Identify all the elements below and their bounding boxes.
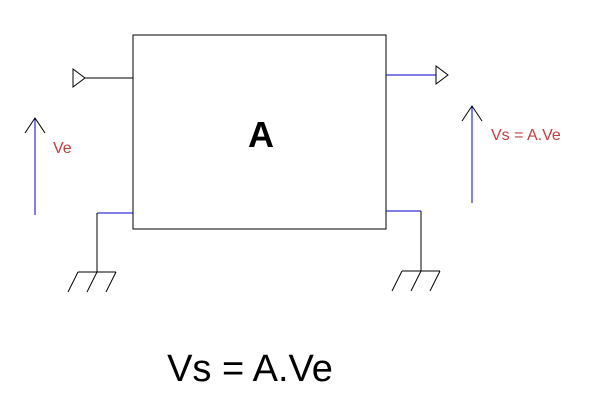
arrow-head-icon [461, 105, 483, 122]
arrow-head-icon [24, 117, 46, 134]
input-voltage-arrow: Ve [24, 117, 72, 215]
output-voltage-label: Vs = A.Ve [491, 127, 561, 144]
ground-symbol-icon [391, 270, 441, 292]
gain-label: A [248, 114, 274, 155]
output-voltage-arrow: Vs = A.Ve [461, 105, 561, 203]
triangle-terminal-icon [435, 65, 449, 85]
output-terminal [386, 65, 449, 85]
triangle-terminal-icon [72, 68, 86, 88]
input-terminal [72, 68, 133, 88]
gain-formula: Vs = A.Ve [167, 348, 333, 390]
ground-symbol-icon [67, 271, 117, 293]
right-ground [386, 210, 441, 292]
amplifier-block: A [132, 34, 387, 230]
input-voltage-label: Ve [53, 140, 72, 157]
left-ground [67, 212, 133, 293]
